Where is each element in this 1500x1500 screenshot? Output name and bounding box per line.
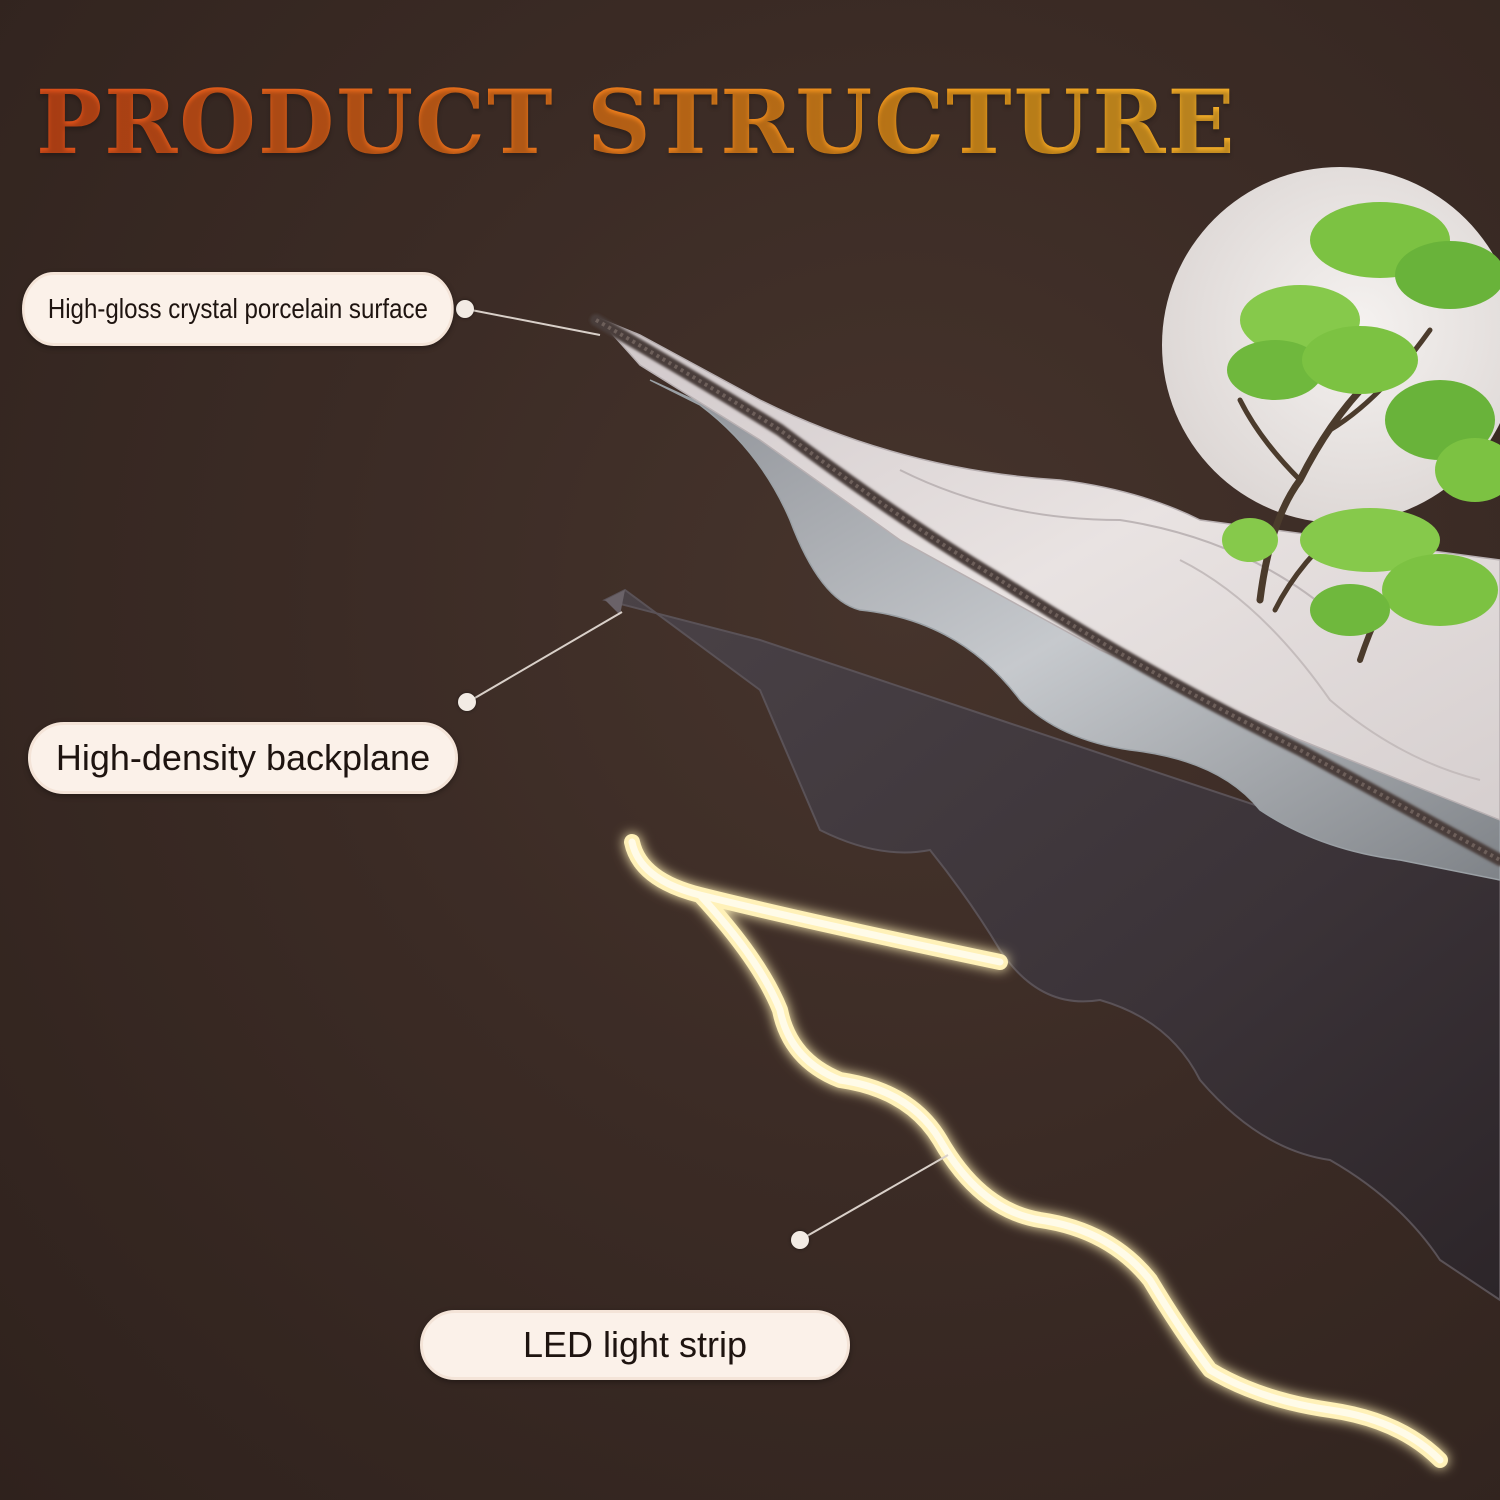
leader-line-led [799,1154,949,1241]
callout-dot-backplane [458,693,476,711]
tree-illustration [1222,202,1500,663]
leader-line-backplane [467,611,623,703]
label-led: LED light strip [420,1310,850,1380]
callout-dot-surface [456,300,474,318]
label-surface: High-gloss crystal porcelain surface [22,272,454,346]
page-title: PRODUCT STRUCTURE [36,70,1237,174]
label-backplane: High-density backplane [28,722,458,794]
backplane-layer [602,588,1500,1302]
callout-dot-led [791,1231,809,1249]
leader-line-surface [465,308,601,336]
